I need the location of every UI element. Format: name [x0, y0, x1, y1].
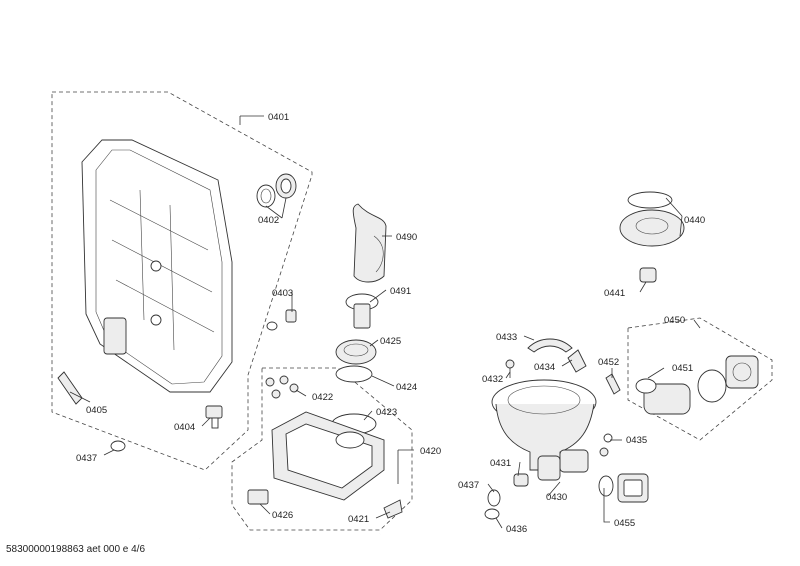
label-0452: 0452	[598, 357, 619, 368]
connector-0426	[247, 489, 269, 505]
sensor-0404	[205, 405, 223, 429]
label-0404: 0404	[174, 422, 195, 433]
circulation-pump-0450	[635, 355, 759, 415]
label-0433: 0433	[496, 332, 517, 343]
heater-housing-0420	[271, 411, 385, 501]
bracket-0421	[383, 499, 403, 519]
jug-0490	[352, 203, 387, 283]
base-tray	[81, 139, 233, 393]
label-0402: 0402	[258, 215, 279, 226]
document-code: 58300000198863 aet 000 e 4/6	[6, 544, 146, 555]
seal-rings-0402	[256, 173, 297, 208]
valve-0403	[266, 309, 297, 331]
label-0425: 0425	[380, 336, 401, 347]
clip-0405	[57, 371, 83, 405]
seal-arc-0433	[527, 338, 573, 353]
ring-0424	[335, 365, 373, 383]
small-seals-0422	[265, 375, 299, 399]
label-0423: 0423	[376, 407, 397, 418]
label-0455: 0455	[614, 518, 635, 529]
label-0434: 0434	[534, 362, 555, 373]
label-0437-right: 0437	[458, 480, 479, 491]
cap-0425	[335, 339, 377, 365]
group-outline-0420	[231, 367, 413, 531]
label-0441: 0441	[604, 288, 625, 299]
funnel-0491	[345, 293, 379, 329]
label-0401: 0401	[268, 112, 289, 123]
label-0426: 0426	[272, 510, 293, 521]
label-0421: 0421	[348, 514, 369, 525]
label-0431: 0431	[490, 458, 511, 469]
ring-0431	[513, 473, 529, 487]
sump-0430	[491, 379, 597, 481]
group-outline-0450	[627, 317, 773, 441]
label-0450: 0450	[664, 315, 685, 326]
label-0435: 0435	[626, 435, 647, 446]
drain-hose-right	[379, 508, 500, 536]
label-0420: 0420	[420, 446, 441, 457]
label-0491: 0491	[390, 286, 411, 297]
clip-0452	[605, 373, 621, 395]
label-0440: 0440	[684, 215, 705, 226]
drain-hose-left	[110, 440, 201, 540]
heat-pump-0440	[619, 191, 685, 283]
label-0437-left: 0437	[76, 453, 97, 464]
seal-0437-right	[487, 489, 501, 507]
screw-0432	[505, 359, 515, 378]
leader-lines	[69, 115, 701, 529]
label-0405: 0405	[86, 405, 107, 416]
label-0403: 0403	[272, 288, 293, 299]
label-0430: 0430	[546, 492, 567, 503]
clip-0434	[567, 349, 587, 373]
label-0422: 0422	[312, 392, 333, 403]
label-0490: 0490	[396, 232, 417, 243]
seals-0435	[599, 433, 613, 457]
label-0451: 0451	[672, 363, 693, 374]
label-0436: 0436	[506, 524, 527, 535]
group-outline-0401	[51, 91, 313, 471]
drain-pump-0455	[598, 473, 649, 503]
label-0432: 0432	[482, 374, 503, 385]
label-0424: 0424	[396, 382, 417, 393]
